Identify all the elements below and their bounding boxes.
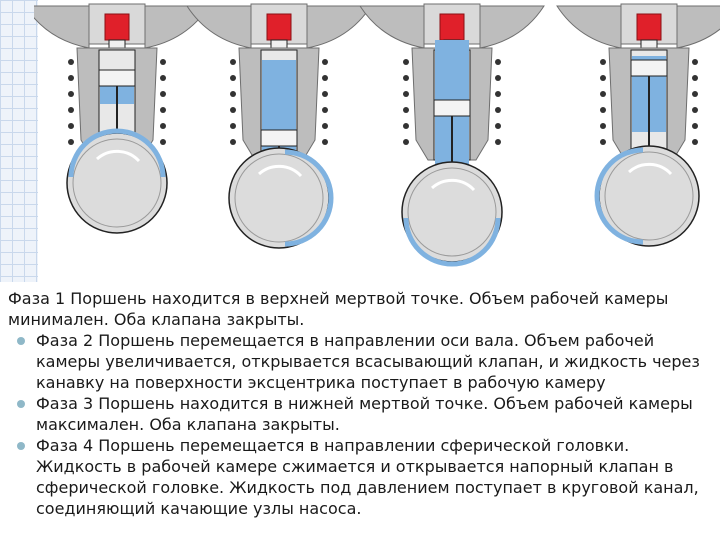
spring-coil-left <box>403 59 409 65</box>
housing-wing-left <box>556 5 622 49</box>
pump-stage-3 <box>359 3 545 267</box>
spring-coil-left <box>600 107 606 113</box>
spring-coil-right <box>495 75 501 81</box>
eccentric-inner-ring <box>407 167 497 257</box>
spring-coil-left <box>68 139 74 145</box>
spring-coil-right <box>322 59 328 65</box>
spring-coil-right <box>692 59 698 65</box>
spring-coil-right <box>160 91 166 97</box>
rotation-arrow-icon <box>431 178 476 192</box>
spring-coil-right <box>692 123 698 129</box>
spring-coil-right <box>495 59 501 65</box>
spring-coil-right <box>322 75 328 81</box>
spring-coil-right <box>495 139 501 145</box>
spring-coil-right <box>692 91 698 97</box>
pressure-valve <box>104 13 130 41</box>
spring-coil-left <box>230 139 236 145</box>
spring-coil-left <box>230 59 236 65</box>
piston <box>630 59 668 77</box>
spring-coil-left <box>230 107 236 113</box>
spring-coil-left <box>600 59 606 65</box>
spring-coil-right <box>322 107 328 113</box>
phase-description: Фаза 1 Поршень находится в верхней мертв… <box>8 288 713 519</box>
phase-label: Фаза 4 <box>36 436 94 455</box>
spring-coil-left <box>600 123 606 129</box>
housing-wing-left <box>359 5 425 49</box>
eccentric-inner-ring <box>234 153 324 243</box>
pressure-valve <box>439 13 465 41</box>
spring-coil-left <box>403 91 409 97</box>
pump-stage-2 <box>186 3 372 249</box>
spring-coil-right <box>322 139 328 145</box>
background-grid <box>0 0 38 282</box>
spring-coil-right <box>160 139 166 145</box>
eccentric-inner-ring <box>72 138 162 228</box>
spring-coil-left <box>230 123 236 129</box>
spring-coil-right <box>160 123 166 129</box>
pump-stage-1 <box>34 3 210 234</box>
spring-coil-left <box>403 139 409 145</box>
intro-paragraph: Фаза 1 Поршень находится в верхней мертв… <box>8 288 713 330</box>
spring-coil-left <box>403 123 409 129</box>
spring-coil-left <box>403 75 409 81</box>
spring-coil-right <box>495 91 501 97</box>
phase-label: Фаза 3 <box>36 394 94 413</box>
list-item: Фаза 3 Поршень находится в нижней мертво… <box>8 393 713 435</box>
spring-coil-right <box>495 107 501 113</box>
eccentric-groove <box>68 128 166 178</box>
phase-text: Поршень перемещается в направлении оси в… <box>36 331 700 392</box>
phase-list: Фаза 2 Поршень перемещается в направлени… <box>8 330 713 519</box>
eccentric-inner-ring <box>604 151 694 241</box>
list-item: Фаза 4 Поршень перемещается в направлени… <box>8 435 713 519</box>
spring-coil-right <box>160 107 166 113</box>
piston <box>260 129 298 147</box>
spring-coil-right <box>692 139 698 145</box>
spring-coil-right <box>495 123 501 129</box>
spring-coil-right <box>692 107 698 113</box>
spring-coil-left <box>68 123 74 129</box>
pump-stage-4 <box>556 3 720 247</box>
spring-coil-left <box>230 75 236 81</box>
housing-wing-right <box>676 5 720 49</box>
rotation-arrow-icon <box>628 162 673 176</box>
spring-coil-right <box>322 123 328 129</box>
spring-coil-left <box>68 107 74 113</box>
spring-coil-left <box>600 91 606 97</box>
spring-coil-left <box>600 139 606 145</box>
pressure-valve <box>636 13 662 41</box>
housing-wing-right <box>479 5 545 49</box>
spring-coil-right <box>160 75 166 81</box>
bullet-dot-icon <box>17 442 25 450</box>
bullet-dot-icon <box>17 337 25 345</box>
spring-coil-right <box>692 75 698 81</box>
eccentric-groove <box>284 149 334 247</box>
spring-coil-left <box>68 75 74 81</box>
pressure-valve <box>266 13 292 41</box>
piston <box>98 69 136 87</box>
spring-coil-left <box>68 59 74 65</box>
phase-label: Фаза 2 <box>36 331 94 350</box>
spring-coil-left <box>230 91 236 97</box>
spring-coil-left <box>68 91 74 97</box>
housing-wing-left <box>34 5 90 49</box>
rotation-arrow-icon <box>96 149 141 163</box>
spring-coil-left <box>403 107 409 113</box>
housing-wing-left <box>186 5 252 49</box>
eccentric-groove <box>403 217 501 267</box>
list-item: Фаза 2 Поршень перемещается в направлени… <box>8 330 713 393</box>
rotation-arrow-icon <box>258 164 303 178</box>
phase-text: Поршень находится в нижней мертвой точке… <box>36 394 693 434</box>
intro-phase-label: Фаза 1 <box>8 289 66 308</box>
phase-text: Поршень перемещается в направлении сфери… <box>36 436 699 518</box>
pump-phase-diagram <box>34 0 720 282</box>
spring-coil-right <box>160 59 166 65</box>
spring-coil-right <box>322 91 328 97</box>
piston <box>433 99 471 117</box>
eccentric-groove <box>594 147 644 245</box>
bullet-dot-icon <box>17 400 25 408</box>
intro-phase-text: Поршень находится в верхней мертвой точк… <box>8 289 669 329</box>
diagram-canvas <box>34 3 720 267</box>
housing-wing-right <box>306 5 372 49</box>
spring-coil-left <box>600 75 606 81</box>
